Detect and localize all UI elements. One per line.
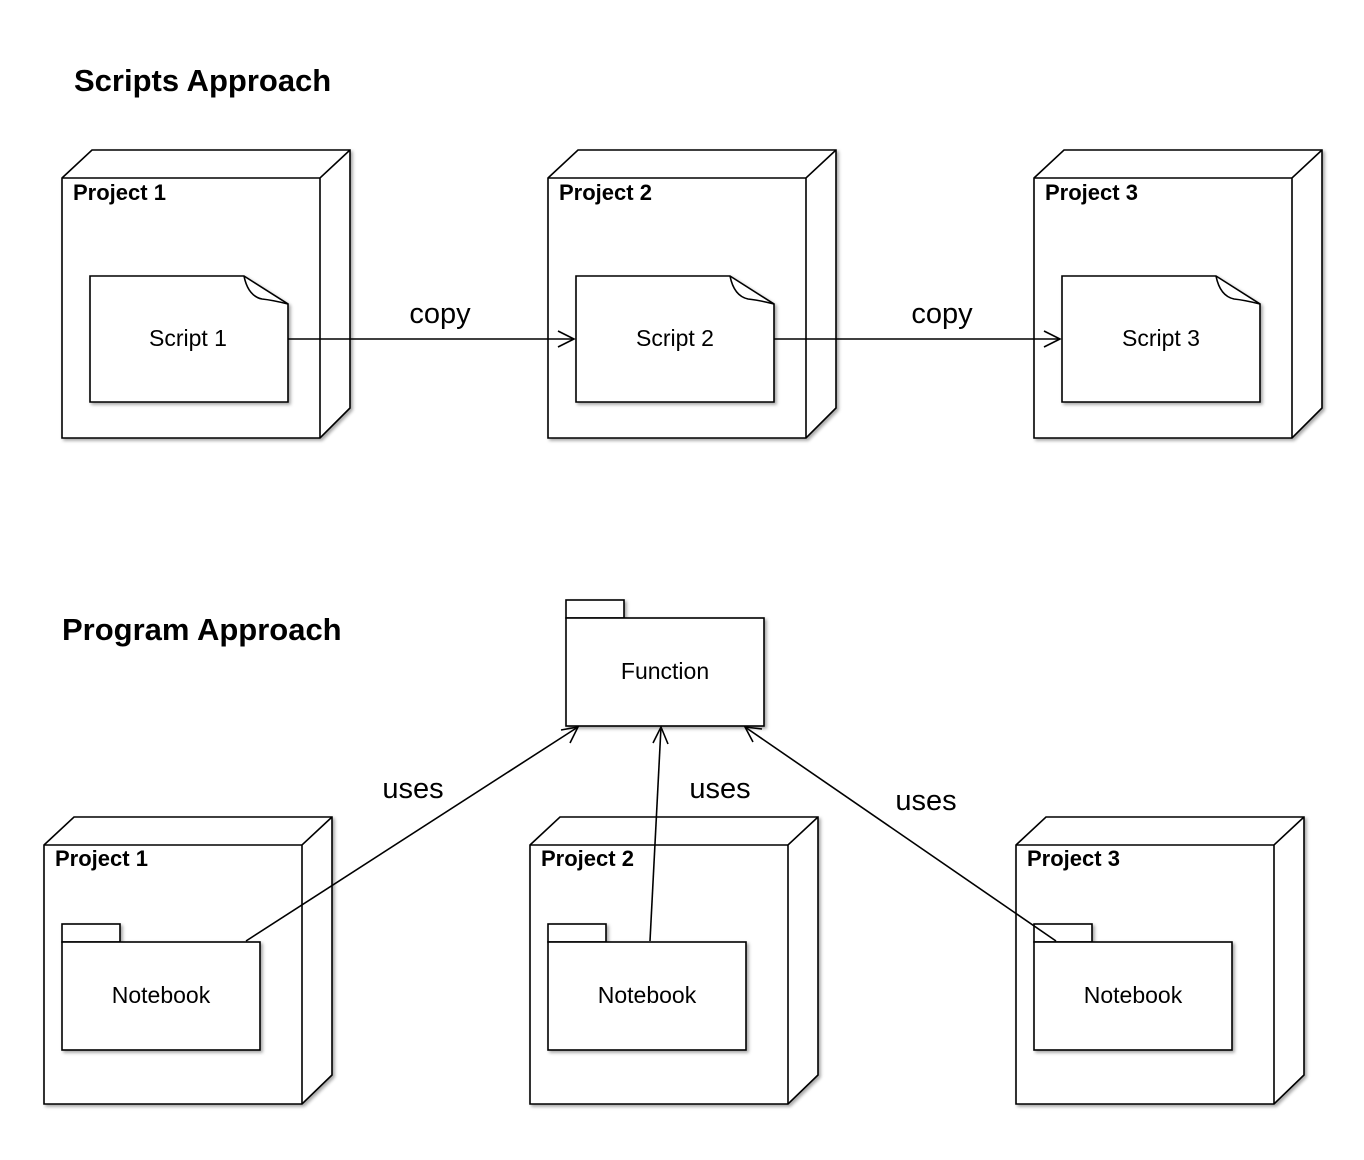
scripts-project-1-label: Project 1 <box>73 180 166 205</box>
copy-arrow-1-label: copy <box>409 298 471 330</box>
notebook-2-package <box>547 923 747 1051</box>
program-project-3-label: Project 3 <box>1027 846 1120 871</box>
notebook-2-label: Notebook <box>598 982 697 1008</box>
function-label: Function <box>621 658 709 684</box>
copy-arrow-2-label: copy <box>911 298 973 330</box>
script-3-document <box>1061 275 1261 403</box>
notebook-3-package <box>1033 923 1233 1051</box>
copy-arrow-2 <box>774 330 1062 348</box>
uses-arrow-1 <box>245 725 580 942</box>
script-2-document <box>575 275 775 403</box>
uses-arrow-3 <box>743 726 1057 942</box>
uses-arrow-2 <box>649 725 669 942</box>
uses-arrow-1-label: uses <box>382 773 443 805</box>
function-package <box>565 599 765 727</box>
uses-arrow-3-label: uses <box>895 785 956 817</box>
scripts-project-3-label: Project 3 <box>1045 180 1138 205</box>
notebook-3-label: Notebook <box>1084 982 1183 1008</box>
copy-arrow-1 <box>288 330 576 348</box>
script-1-label: Script 1 <box>149 325 227 351</box>
script-3-label: Script 3 <box>1122 325 1200 351</box>
notebook-1-package <box>61 923 261 1051</box>
notebook-1-label: Notebook <box>112 982 211 1008</box>
script-1-document <box>89 275 289 403</box>
script-2-label: Script 2 <box>636 325 714 351</box>
scripts-project-2-label: Project 2 <box>559 180 652 205</box>
program-project-2-label: Project 2 <box>541 846 634 871</box>
program-project-1-label: Project 1 <box>55 846 148 871</box>
uses-arrow-2-label: uses <box>689 773 750 805</box>
scripts-approach-title: Scripts Approach <box>74 63 331 98</box>
program-approach-title: Program Approach <box>62 612 342 647</box>
